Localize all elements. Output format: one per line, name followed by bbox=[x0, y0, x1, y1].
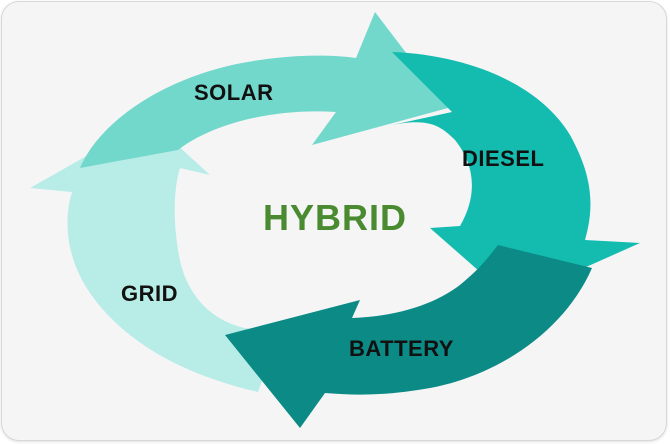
segment-label-grid: GRID bbox=[121, 281, 178, 306]
cycle-arrow-battery bbox=[225, 245, 592, 428]
center-label: HYBRID bbox=[262, 197, 408, 238]
segment-label-battery: BATTERY bbox=[349, 336, 454, 361]
cycle-arrow-grid bbox=[30, 120, 280, 392]
segment-label-diesel: DIESEL bbox=[462, 146, 545, 171]
cycle-arrow-diesel bbox=[392, 52, 640, 300]
cycle-arrow-solar bbox=[80, 12, 448, 168]
segment-label-solar: SOLAR bbox=[194, 80, 274, 105]
